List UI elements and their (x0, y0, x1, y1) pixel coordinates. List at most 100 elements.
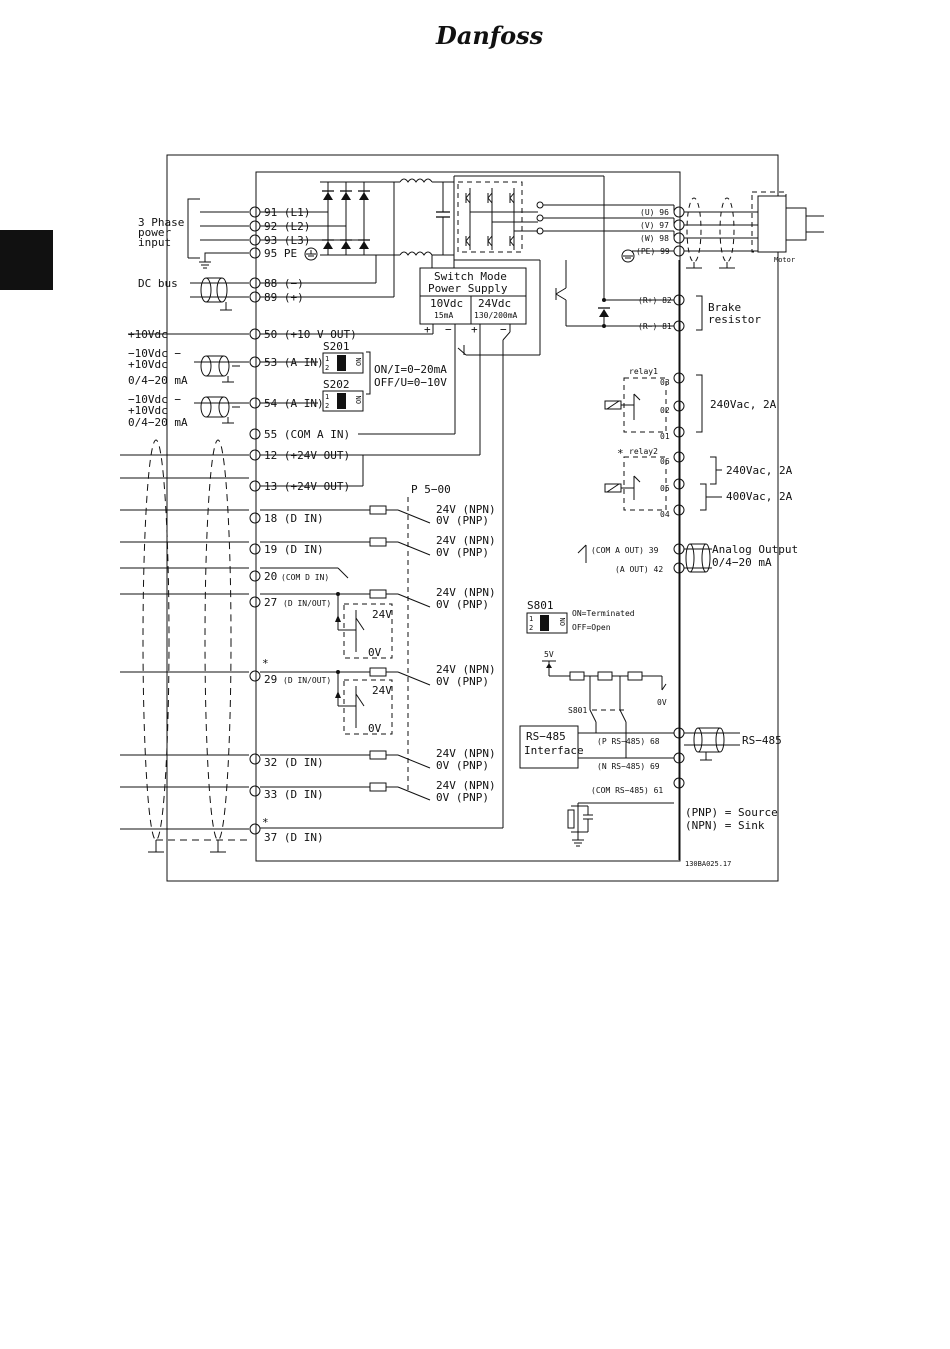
switch-mode-bracket (366, 351, 371, 395)
p500-label: P 5−00 (411, 483, 451, 496)
analog-io-section: +10Vdc 50 (+10 V OUT) −10Vdc − +10Vdc 0/… (128, 328, 456, 441)
terminal-55 (249, 428, 261, 440)
ain53-shield-icon (200, 355, 212, 377)
terminal-19 (249, 543, 261, 555)
relay2-rating-a: 240Vac, 2A (726, 464, 793, 477)
t27-24v-label: 24V (372, 608, 392, 621)
t18-npn-label: 24V (NPN) (436, 503, 496, 516)
ain53-label-1: −10Vdc − (128, 347, 181, 360)
svg-text:2: 2 (325, 364, 329, 372)
svg-text:05: 05 (660, 484, 670, 493)
brake-label-1: Brake (708, 301, 741, 314)
ain54-label-2: +10Vdc (128, 404, 168, 417)
terminal-29-sublabel: (D IN/OUT) (283, 676, 331, 685)
s801-on-text: ON=Terminated (572, 609, 635, 618)
terminal-96 (673, 206, 685, 218)
t29-output-switch (343, 679, 393, 735)
ain54-label-3: 0/4−20 mA (128, 416, 188, 429)
smps-10v-current: 15mA (434, 311, 453, 320)
relay1-rating: 240Vac, 2A (710, 398, 777, 411)
rs485-bus-label: RS−485 (742, 734, 782, 747)
terminal-97 (673, 219, 685, 231)
terminal-95-label: 95 PE (264, 247, 297, 260)
danfoss-logo: Danfoss (435, 21, 544, 50)
s801-on-label: ON (559, 618, 567, 626)
switch-mode-text-2: OFF/U=0−10V (374, 376, 447, 389)
terminal-98 (673, 232, 685, 244)
terminal-54 (249, 397, 261, 409)
s201-on-label: ON (355, 358, 363, 366)
power-input-bracket (187, 198, 200, 258)
terminal-89-label: 89 (+) (264, 291, 304, 304)
s202-label: S202 (323, 378, 350, 391)
terminal-19-label: 19 (D IN) (264, 543, 324, 556)
dc-bus-label: DC bus (138, 277, 178, 290)
terminal-39-label: (COM A OUT) 39 (591, 546, 659, 555)
motor-pe-ground-icon (621, 249, 635, 263)
t27-npn-label: 24V (NPN) (436, 586, 496, 599)
svg-text:02: 02 (660, 406, 670, 415)
terminal-88 (249, 277, 261, 289)
t29-0v-label: 0V (368, 722, 382, 735)
rs485-interface-box (519, 725, 579, 769)
analog-output-label-1: Analog Output (712, 543, 798, 556)
ain53-label-2: +10Vdc (128, 358, 168, 371)
t33-pnp-label: 0V (PNP) (436, 791, 489, 804)
t33-npn-label: 24V (NPN) (436, 779, 496, 792)
svg-text:03: 03 (660, 378, 670, 387)
rs485-shield-icon (693, 727, 703, 753)
svg-text:1: 1 (325, 393, 329, 401)
svg-text:1: 1 (529, 615, 533, 623)
power-input-label-3: input (138, 236, 171, 249)
power-input-section: 3 Phase power input 91 (L1) 92 (L2) 93 (… (138, 198, 364, 269)
terminal-50 (249, 328, 261, 340)
terminal-95 (249, 247, 261, 259)
svg-text:01: 01 (660, 432, 670, 441)
switch-mode-power-supply: Switch Mode Power Supply 10Vdc 15mA 24Vd… (419, 255, 527, 356)
dc-choke-bottom (399, 251, 433, 256)
digital-io-section: 12 (+24V OUT) 13 (+24V OUT) P 5−00 18 (D… (120, 334, 504, 853)
power-input-label-1: 3 Phase (138, 216, 184, 229)
terminal-91 (249, 206, 261, 218)
legend: (PNP) = Source (NPN) = Sink 130BA025.17 (685, 806, 778, 868)
legend-npn: (NPN) = Sink (685, 819, 765, 832)
terminal-97-label: (V) 97 (640, 221, 669, 230)
terminal-92 (249, 220, 261, 232)
dc-bus-shield-icon (200, 277, 212, 303)
rs485-interface-label-2: Interface (524, 744, 584, 757)
brake-section: (R+) 82 (R−) 81 Brake resistor (555, 260, 761, 332)
igbt-icon (465, 192, 515, 247)
terminal-42-label: (A OUT) 42 (615, 565, 663, 574)
terminal-55-label: 55 (COM A IN) (264, 428, 350, 441)
brake-label-2: resistor (708, 313, 761, 326)
terminal-27 (249, 596, 261, 608)
logo-text: Danfoss (435, 21, 544, 50)
terminal-37 (249, 823, 261, 835)
motor-label: Motor (774, 256, 795, 264)
motor-icon (757, 195, 787, 253)
cable-shield-right-icon (204, 439, 232, 841)
legend-pnp: (PNP) = Source (685, 806, 778, 819)
terminal-27-sublabel: (D IN/OUT) (283, 599, 331, 608)
s801-0v-label: 0V (657, 698, 667, 707)
pe-ground-icon (304, 247, 318, 261)
s801-switch-label: S801 (568, 706, 587, 715)
s801-off-text: OFF=Open (572, 623, 611, 632)
dc-bus-section: DC bus 88 (−) 89 (+) (138, 277, 304, 311)
terminal-12 (249, 449, 261, 461)
t29-pnp-label: 0V (PNP) (436, 675, 489, 688)
svg-text:06: 06 (660, 457, 670, 466)
relay-section: relay1 03 02 01 240Vac, 2A * relay2 06 0… (604, 367, 793, 519)
terminal-13 (249, 480, 261, 492)
terminal-82-label: (R+) 82 (638, 296, 672, 305)
relay2-asterisk: * (617, 447, 624, 460)
terminal-33 (249, 785, 261, 797)
t27-0v-label: 0V (368, 646, 382, 659)
t19-npn-label: 24V (NPN) (436, 534, 496, 547)
s801-5v-label: 5V (544, 650, 554, 659)
smps-24v-label: 24Vdc (478, 297, 511, 310)
igbt-module (457, 181, 523, 253)
terminal-81-label: (R−) 81 (638, 322, 672, 331)
